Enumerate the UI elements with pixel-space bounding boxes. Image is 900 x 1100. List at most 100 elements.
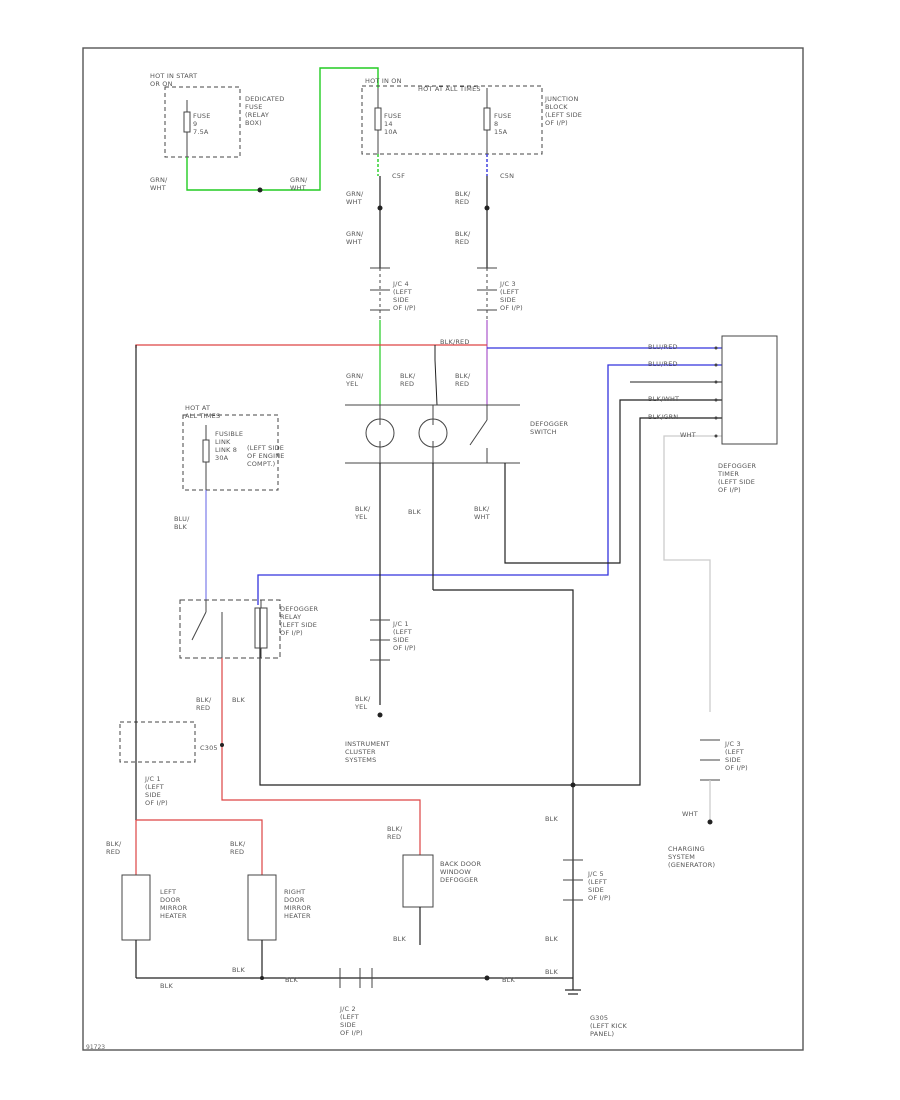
label-hot-in-start: HOT IN START OR ON — [150, 72, 198, 88]
label-blu-red-1: BLU/RED — [648, 343, 678, 351]
defogger-switch-symbol — [345, 404, 520, 464]
label-blk-wht: BLK/WHT — [648, 395, 680, 403]
label-blk-red-2: BLK/ RED — [455, 190, 471, 206]
label-blk-red-sw2: BLK/ RED — [455, 372, 471, 388]
jc4-connector — [370, 267, 390, 320]
label-g305: G305 (LEFT KICK PANEL) — [590, 1014, 627, 1038]
connector-dot — [220, 743, 224, 747]
label-blk-grn: BLK/GRN — [648, 413, 679, 421]
diagram-frame — [82, 47, 804, 1051]
label-fusible-link: FUSIBLE LINK LINK 8 30A — [215, 430, 244, 462]
label-blk-red-l: BLK/ RED — [106, 840, 122, 856]
label-blk-back: BLK — [393, 935, 406, 943]
fusible-link-box — [182, 414, 279, 491]
label-grn-wht-2: GRN/ WHT — [346, 190, 364, 206]
label-blu-red-2: BLU/RED — [648, 360, 678, 368]
label-blk-bottom3: BLK — [285, 976, 298, 984]
label-instrument-cluster: INSTRUMENT CLUSTER SYSTEMS — [345, 740, 390, 764]
label-blu-blk: BLU/ BLK — [174, 515, 190, 531]
jc5-connector — [563, 859, 583, 901]
splice-dot — [570, 782, 576, 788]
label-c5n: C5N — [500, 172, 515, 180]
left-mirror-heater — [121, 874, 151, 941]
black-wire-timer-4 — [504, 399, 722, 564]
dedicated-fuse-box — [164, 86, 241, 158]
label-jc5: J/C 5 (LEFT SIDE OF I/P) — [588, 870, 611, 902]
white-wire-timer-6 — [663, 435, 722, 712]
connector-dot — [707, 819, 713, 825]
label-blk-right: BLK — [545, 815, 558, 823]
splice-dot — [260, 976, 264, 980]
label-blk-jc: BLK — [545, 935, 558, 943]
splice-dot — [484, 975, 490, 981]
fuse-8-symbol — [483, 88, 491, 154]
label-jc1-mid: J/C 1 (LEFT SIDE OF I/P) — [393, 620, 416, 652]
fuse-9-symbol — [183, 100, 191, 157]
label-back-door: BACK DOOR WINDOW DEFOGGER — [440, 860, 482, 884]
label-hot-at-all: HOT AT ALL TIMES — [185, 404, 221, 420]
fusible-link-symbol — [202, 425, 210, 490]
label-defogger-switch: DEFOGGER SWITCH — [530, 420, 569, 436]
label-hot-at-all-top: HOT AT ALL TIMES — [418, 85, 481, 93]
defogger-relay-box — [179, 599, 281, 659]
red-wire-branch — [434, 345, 438, 406]
figure-id: 91723 — [86, 1044, 106, 1051]
right-mirror-heater — [247, 874, 277, 941]
label-blk-red-3: BLK/ RED — [455, 230, 471, 246]
label-blk-yel: BLK/ YEL — [355, 505, 371, 521]
label-blk-red-back: BLK/ RED — [387, 825, 403, 841]
label-junction-block: JUNCTION BLOCK (LEFT SIDE OF I/P) — [545, 95, 583, 127]
jc3-right-connector — [700, 739, 720, 781]
label-wht: WHT — [680, 431, 696, 439]
wire-switch-mid-b — [433, 589, 574, 785]
connector-dot — [377, 205, 383, 211]
jc1-mid-connector — [370, 619, 390, 661]
jc1-left-box — [119, 721, 196, 763]
label-right-mirror: RIGHT DOOR MIRROR HEATER — [284, 888, 312, 920]
ground-symbol — [565, 989, 581, 995]
connector-dot — [484, 205, 490, 211]
fuse-14-symbol — [374, 88, 382, 154]
connector-dot — [377, 712, 383, 718]
label-left-mirror: LEFT DOOR MIRROR HEATER — [160, 888, 188, 920]
label-grn-wht-mid: GRN/ WHT — [290, 176, 308, 192]
splice-dot — [257, 187, 263, 193]
label-jc3: J/C 3 (LEFT SIDE OF I/P) — [500, 280, 523, 312]
label-grn-yel: GRN/ YEL — [346, 372, 364, 388]
label-c5f: C5F — [392, 172, 406, 180]
label-blk-bottom4: BLK — [502, 976, 515, 984]
label-defogger-timer: DEFOGGER TIMER (LEFT SIDE OF I/P) — [718, 462, 757, 494]
defogger-timer-box — [721, 335, 778, 445]
red-wire-relay — [221, 658, 421, 855]
label-wht-right: WHT — [682, 810, 698, 818]
label-blk-relay: BLK — [232, 696, 245, 704]
junction-block-box — [361, 85, 543, 155]
red-wire-top — [135, 344, 487, 348]
label-blk-jc2: BLK — [545, 968, 558, 976]
red-wire-mirrors — [136, 819, 263, 875]
label-hot-in-on: HOT IN ON — [365, 77, 402, 85]
label-blk-yel-2: BLK/ YEL — [355, 695, 371, 711]
relay-symbol — [191, 600, 268, 658]
green-wire — [186, 67, 379, 191]
label-grn-wht-3: GRN/ WHT — [346, 230, 364, 246]
label-blk-bottom: BLK — [160, 982, 173, 990]
label-blk-sw: BLK — [408, 508, 421, 516]
label-blk-red-sw: BLK/ RED — [400, 372, 416, 388]
label-fuse-ctr: FUSE 8 15A — [494, 112, 512, 136]
label-defogger-relay: DEFOGGER RELAY (LEFT SIDE OF I/P) — [280, 605, 319, 637]
label-jc4: J/C 4 (LEFT SIDE OF I/P) — [393, 280, 416, 312]
back-door-defogger-box — [402, 854, 434, 908]
label-dedicated-fuse: DEDICATED FUSE (RELAY BOX) — [245, 95, 285, 127]
label-jc2-bottom: J/C 2 (LEFT SIDE OF I/P) — [340, 1005, 363, 1037]
label-grn-wht-left: GRN/ WHT — [150, 176, 168, 192]
label-charging: CHARGING SYSTEM (GENERATOR) — [668, 845, 716, 869]
label-jc1-left: J/C 1 (LEFT SIDE OF I/P) — [145, 775, 168, 807]
label-blk-red-top: BLK/RED — [440, 338, 470, 346]
timer-pins — [714, 346, 718, 438]
label-blk-bottom2: BLK — [232, 966, 245, 974]
jc2-bottom-connector — [339, 968, 373, 988]
label-blk-red-relay: BLK/ RED — [196, 696, 212, 712]
label-c305: C305 — [200, 744, 218, 752]
